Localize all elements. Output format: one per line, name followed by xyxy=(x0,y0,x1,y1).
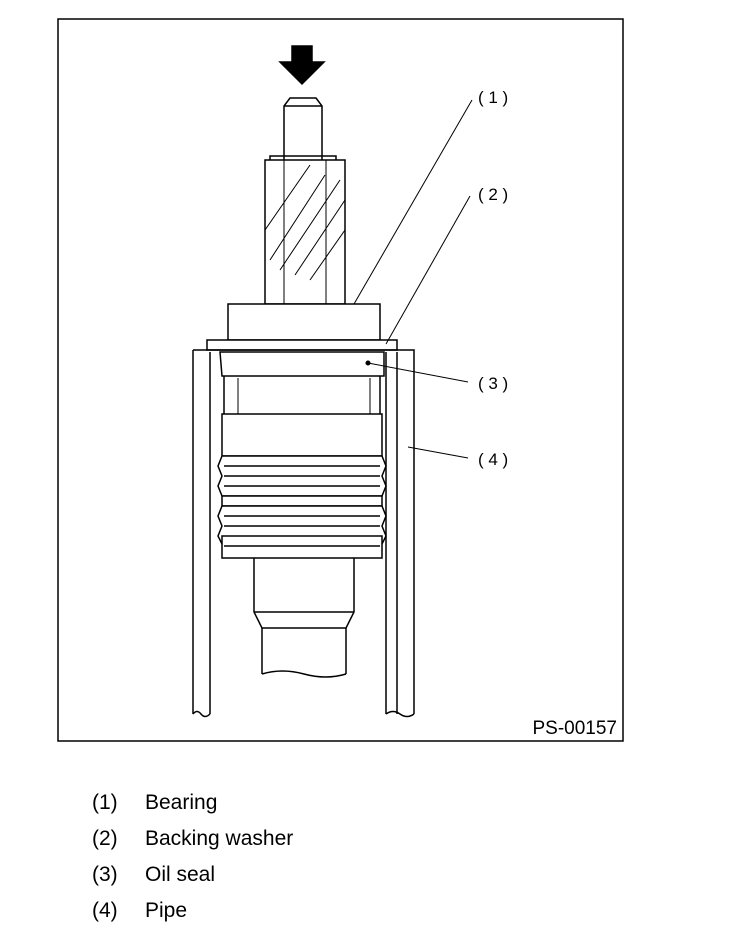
legend-item: (4) Pipe xyxy=(92,893,293,929)
legend-label: Pipe xyxy=(145,899,188,922)
leader-line-3 xyxy=(367,362,469,383)
figure-code: PS-00157 xyxy=(532,718,617,739)
callout-3: ( 3 ) xyxy=(478,374,508,393)
callout-2: ( 2 ) xyxy=(478,185,508,204)
backing-washer xyxy=(206,339,398,351)
leader-dot-3 xyxy=(365,360,371,366)
leader-line-2 xyxy=(385,195,471,345)
pipe xyxy=(192,349,415,718)
leader-line-4 xyxy=(407,446,469,459)
assembly-diagram: ( 1 ) ( 2 ) ( 3 ) ( 4 ) PS-00157 xyxy=(57,18,624,742)
oil-seal xyxy=(219,351,385,414)
seal-ring-body xyxy=(217,413,387,559)
legend-number: (3) xyxy=(92,863,118,886)
legend-item: (1) Bearing xyxy=(92,785,293,821)
legend-label: Oil seal xyxy=(145,863,216,886)
press-arrow-icon xyxy=(278,45,326,86)
figure-frame: ( 1 ) ( 2 ) ( 3 ) ( 4 ) PS-00157 xyxy=(57,18,624,742)
legend-number: (2) xyxy=(92,827,118,850)
figure-border xyxy=(57,18,624,742)
gear-section xyxy=(264,159,346,305)
callout-4: ( 4 ) xyxy=(478,450,508,469)
legend-label: Backing washer xyxy=(145,827,294,850)
legend-number: (4) xyxy=(92,899,118,922)
callout-1: ( 1 ) xyxy=(478,88,508,107)
bearing xyxy=(227,303,381,341)
legend-number: (1) xyxy=(92,791,118,814)
legend: (1) Bearing (2) Backing washer (3) Oil s… xyxy=(92,785,293,929)
legend-label: Bearing xyxy=(145,791,218,814)
legend-item: (3) Oil seal xyxy=(92,857,293,893)
leader-line-1 xyxy=(353,99,473,305)
lower-shaft xyxy=(253,558,355,678)
legend-item: (2) Backing washer xyxy=(92,821,293,857)
